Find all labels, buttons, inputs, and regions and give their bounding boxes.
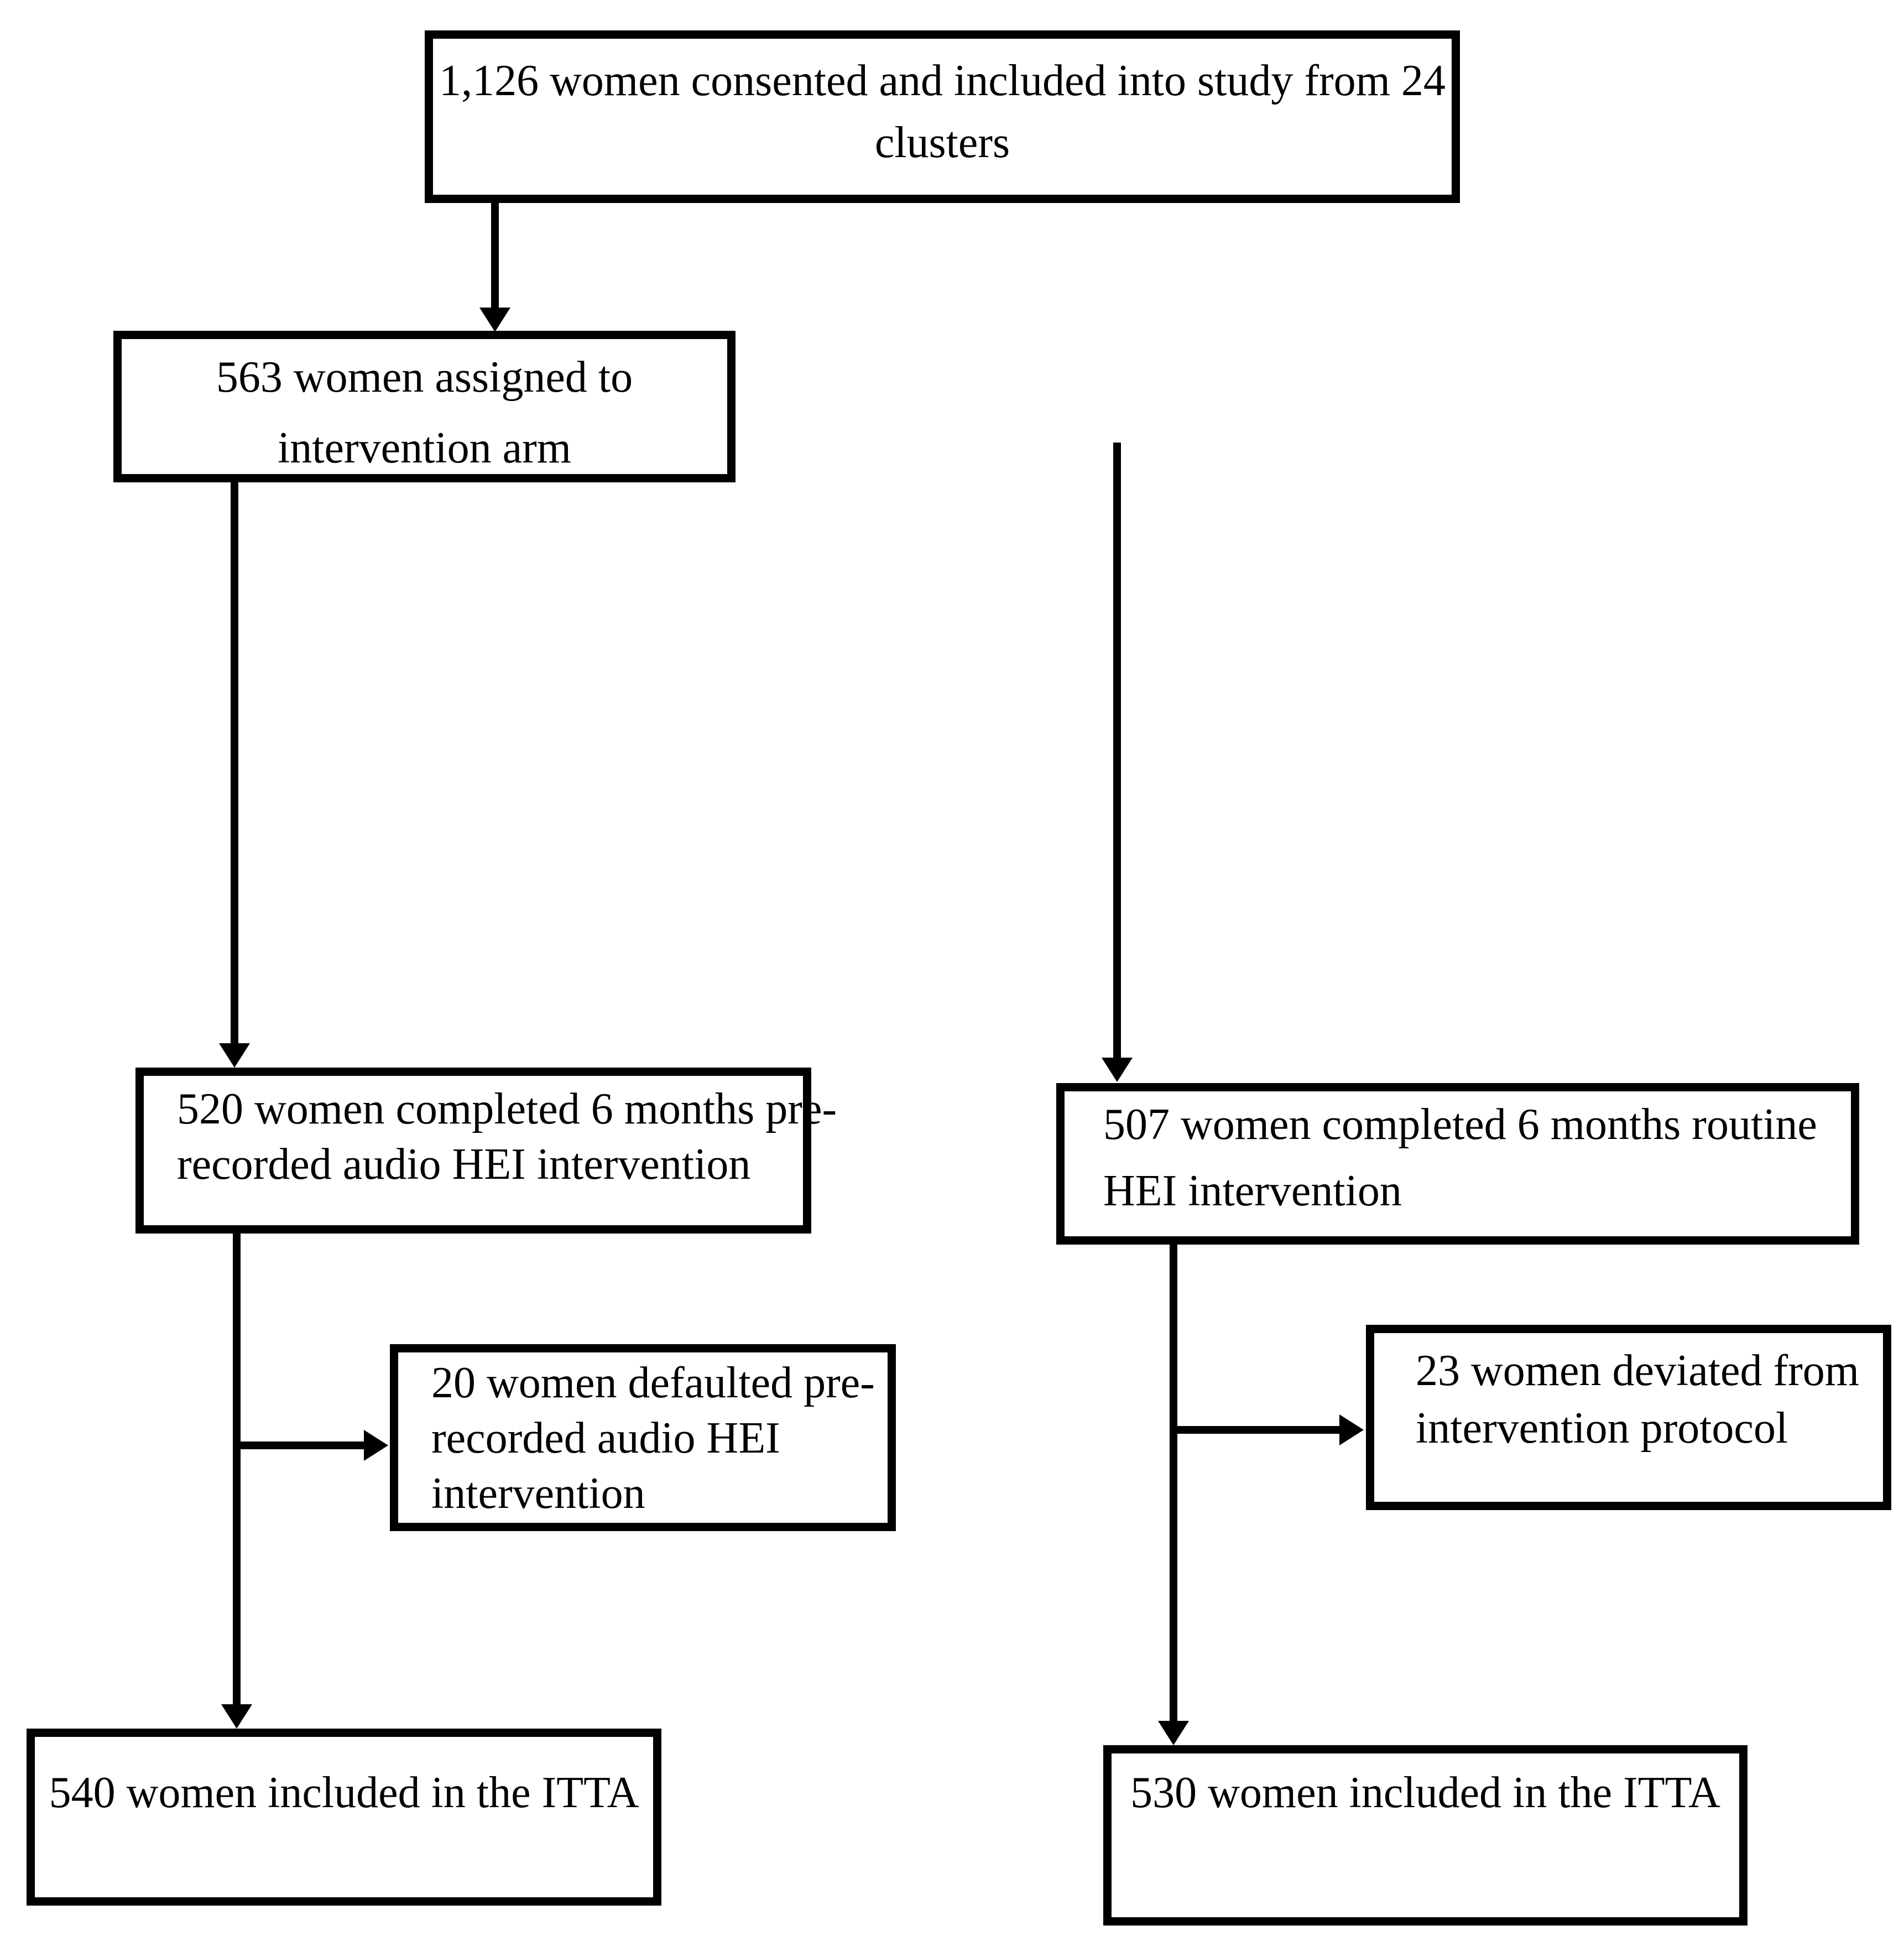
arrow-branch-to-defaulted-head-icon xyxy=(364,1430,388,1461)
box-itta-intervention: 540 women included in the ITTA xyxy=(27,1729,661,1906)
box-completed-control-line-1: 507 women completed 6 months routine xyxy=(1103,1100,1817,1149)
arrow-completed-control-to-itta-line xyxy=(1170,1243,1177,1723)
box-itta-control-line-1: 530 women included in the ITTA xyxy=(1130,1768,1720,1817)
arrow-completed-intervention-to-itta-head-icon xyxy=(221,1704,252,1729)
box-defaulted-intervention-line-2: recorded audio HEI xyxy=(431,1414,780,1463)
arrow-control-arm-to-completed-control-line xyxy=(1113,443,1121,1060)
arrow-enrollment-to-assignment-head-icon xyxy=(479,308,510,332)
box-defaulted-intervention-line-3: intervention xyxy=(431,1469,645,1518)
box-deviated-control-line-2: intervention protocol xyxy=(1416,1404,1788,1453)
box-assigned-intervention-line-2: intervention arm xyxy=(278,424,571,472)
box-defaulted-intervention: 20 women defaulted pre- recorded audio H… xyxy=(390,1344,896,1531)
arrow-control-arm-to-completed-control-head-icon xyxy=(1102,1058,1133,1082)
box-enrollment-line-1: 1,126 women consented and included into … xyxy=(439,56,1446,105)
box-completed-intervention: 520 women completed 6 months pre- record… xyxy=(135,1068,837,1234)
box-enrollment: 1,126 women consented and included into … xyxy=(425,30,1460,203)
arrow-completed-control-to-itta-head-icon xyxy=(1158,1721,1189,1745)
box-completed-control-line-2: HEI intervention xyxy=(1103,1167,1402,1215)
arrow-enrollment-to-assignment-line xyxy=(491,201,499,310)
box-completed-control: 507 women completed 6 months routine HEI… xyxy=(1056,1083,1859,1245)
box-deviated-control: 23 women deviated from intervention prot… xyxy=(1366,1325,1891,1510)
box-itta-intervention-line-1: 540 women included in the ITTA xyxy=(49,1768,639,1817)
arrow-branch-to-defaulted-line xyxy=(237,1442,365,1449)
box-deviated-control-line-1: 23 women deviated from xyxy=(1416,1346,1859,1395)
box-defaulted-intervention-line-1: 20 women defaulted pre- xyxy=(431,1359,875,1407)
box-completed-intervention-line-2: recorded audio HEI intervention xyxy=(177,1140,751,1189)
arrow-assignment-to-completed-intervention-head-icon xyxy=(219,1043,250,1068)
arrow-branch-to-deviated-line xyxy=(1173,1426,1340,1434)
box-enrollment-line-2: clusters xyxy=(874,118,1010,167)
arrow-assignment-to-completed-intervention-line xyxy=(231,480,238,1045)
box-completed-intervention-line-1: 520 women completed 6 months pre- xyxy=(177,1085,837,1133)
arrow-completed-intervention-to-itta-line xyxy=(233,1232,241,1706)
arrow-branch-to-deviated-head-icon xyxy=(1339,1414,1364,1445)
box-assigned-intervention-line-1: 563 women assigned to xyxy=(216,353,633,402)
box-itta-control: 530 women included in the ITTA xyxy=(1103,1745,1747,1926)
box-assigned-intervention: 563 women assigned to intervention arm xyxy=(113,331,735,482)
